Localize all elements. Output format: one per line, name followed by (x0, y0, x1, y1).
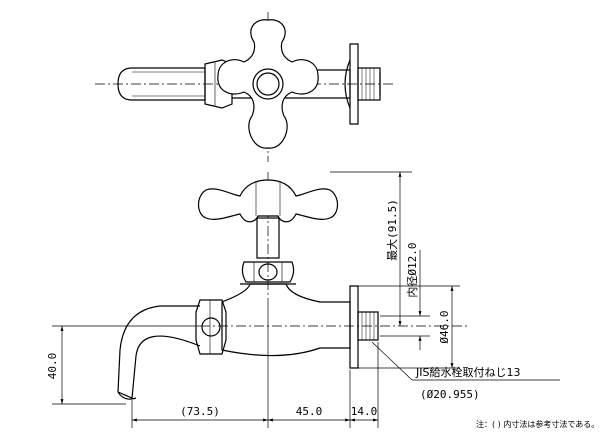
dim-height-spout: 40.0 (46, 353, 59, 380)
reference-note: 注：( ) 内寸法は参考寸法である。 (476, 419, 599, 429)
thread-spec-label: JIS給水栓取付ねじ13 (415, 365, 520, 379)
dimension-lines (52, 171, 560, 428)
dim-width-flange: 14.0 (351, 405, 378, 418)
dim-inner-diameter: 内径Ø12.0 (405, 242, 419, 297)
thread-size-label: (Ø20.955) (420, 388, 480, 401)
dim-flange-diameter: Ø46.0 (438, 310, 451, 343)
front-view (117, 172, 470, 400)
dim-max-height: 最大(91.5) (385, 199, 399, 261)
dim-width-body: 45.0 (296, 405, 323, 418)
top-view (95, 12, 395, 162)
dim-width-spout: (73.5) (180, 405, 220, 418)
